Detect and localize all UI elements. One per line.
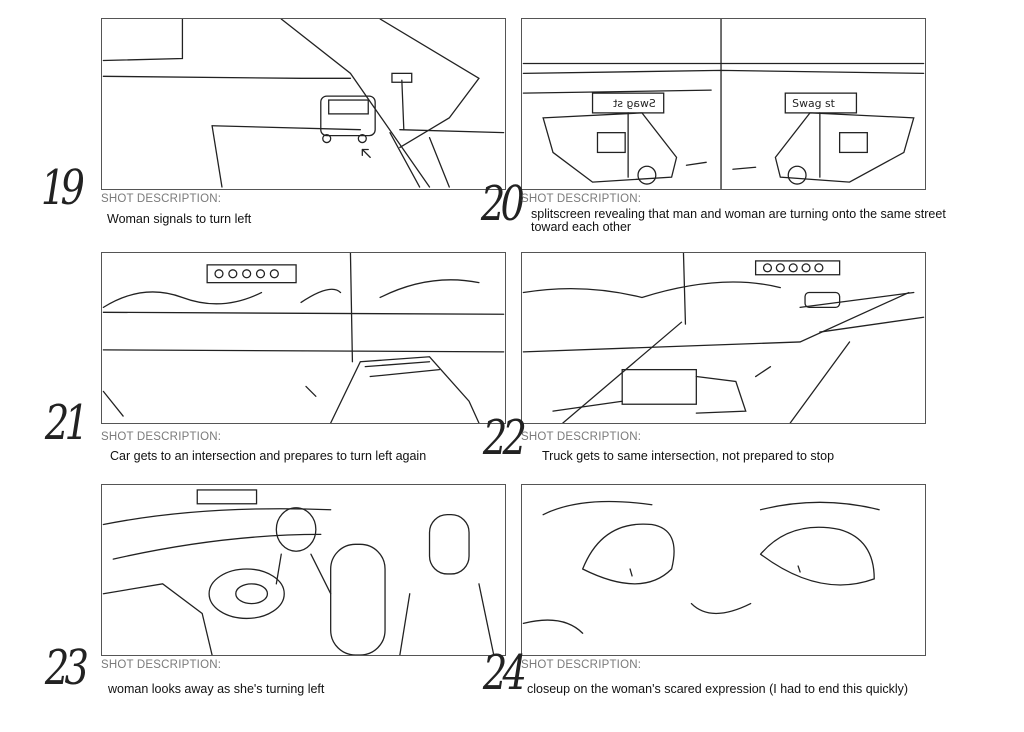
shot-22-label: SHOT DESCRIPTION: <box>521 431 642 443</box>
sketch-scared-eyes <box>522 500 880 634</box>
shot-20-label: SHOT DESCRIPTION: <box>521 193 642 205</box>
shot-23-label: SHOT DESCRIPTION: <box>101 659 222 671</box>
shot-19-frame <box>101 18 506 190</box>
shot-23-frame <box>101 484 506 656</box>
sketch-splitscreen-cars: Swag st Swag st <box>522 19 925 189</box>
sketch-truck-approaching <box>522 253 925 423</box>
shot-number-23: 23 <box>44 640 89 696</box>
shot-number-20: 20 <box>480 176 525 232</box>
shot-19-description: Woman signals to turn left <box>107 212 252 226</box>
shot-number-19: 19 <box>40 160 85 216</box>
shot-24-label: SHOT DESCRIPTION: <box>521 659 642 671</box>
svg-text:Swag st: Swag st <box>613 97 656 110</box>
shot-22-description: Truck gets to same intersection, not pre… <box>542 449 835 463</box>
shot-number-24: 24 <box>482 645 527 701</box>
shot-20-frame: Swag st Swag st <box>521 18 926 190</box>
shot-19-label: SHOT DESCRIPTION: <box>101 193 222 205</box>
shot-number-21: 21 <box>44 395 89 451</box>
shot-22-frame <box>521 252 926 424</box>
shot-23-description: woman looks away as she's turning left <box>108 682 325 696</box>
sketch-car-interior <box>102 489 495 655</box>
sketch-intersection-car <box>102 253 505 423</box>
sketch-car-signaling <box>102 19 505 188</box>
shot-20-description: splitscreen revealing that man and woman… <box>531 207 946 234</box>
shot-24-frame <box>521 484 926 656</box>
shot-21-description: Car gets to an intersection and prepares… <box>110 449 427 463</box>
street-sign-text: Swag st <box>792 97 835 110</box>
shot-number-22: 22 <box>482 410 527 466</box>
shot-24-description: closeup on the woman's scared expression… <box>527 682 909 696</box>
shot-21-label: SHOT DESCRIPTION: <box>101 431 222 443</box>
shot-21-frame <box>101 252 506 424</box>
